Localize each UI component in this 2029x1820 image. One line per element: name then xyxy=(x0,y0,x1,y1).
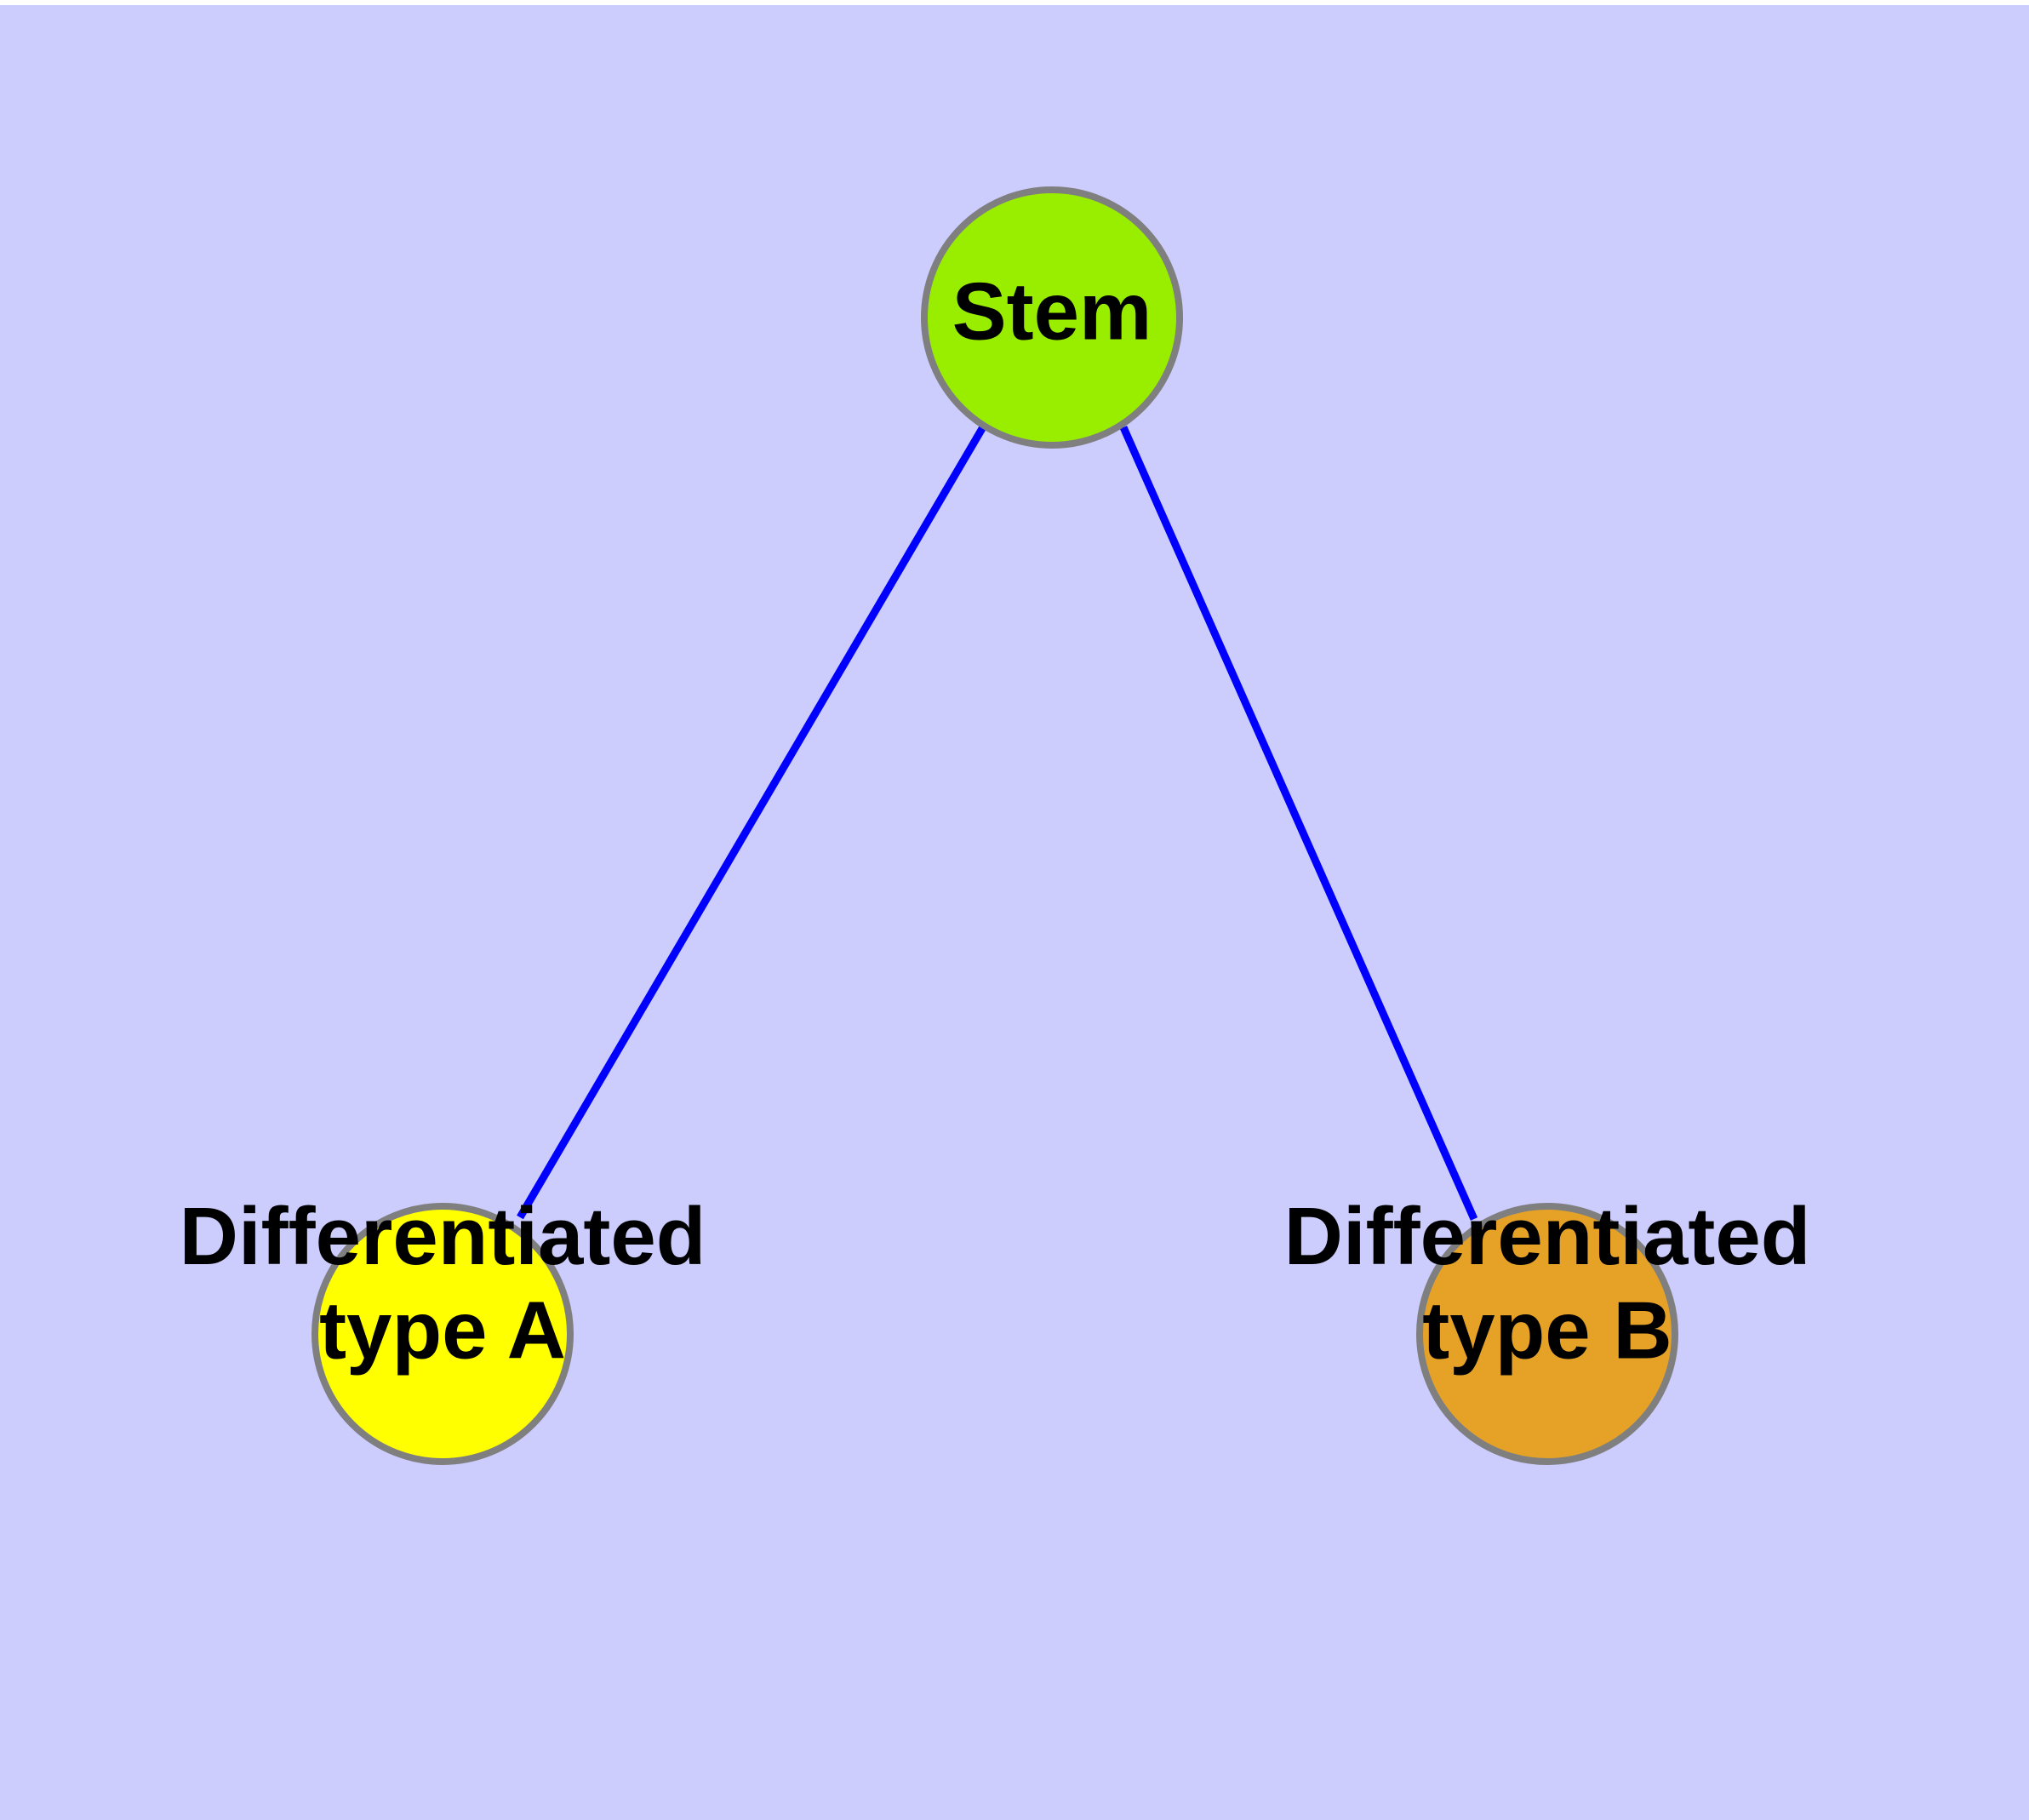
node-circle-stem[interactable] xyxy=(921,186,1183,449)
node-circle-diff-a[interactable] xyxy=(311,1203,574,1465)
node-circle-diff-b[interactable] xyxy=(1416,1203,1678,1465)
node-label-diff-a-line-2: type A xyxy=(319,1285,566,1376)
node-label-diff-a-line-1: Differentiated xyxy=(180,1191,706,1282)
node-stem[interactable]: Stem xyxy=(921,186,1183,449)
edge-stem-to-diff-b[interactable] xyxy=(1119,426,1478,1221)
edge-stem-to-diff-a[interactable] xyxy=(517,423,987,1220)
node-label-diff-b-line-1: Differentiated xyxy=(1284,1191,1811,1282)
edges-group xyxy=(517,423,1478,1221)
node-label-diff-b-line-2: type B xyxy=(1422,1285,1672,1376)
node-label-stem-line-1: Stem xyxy=(952,266,1152,357)
